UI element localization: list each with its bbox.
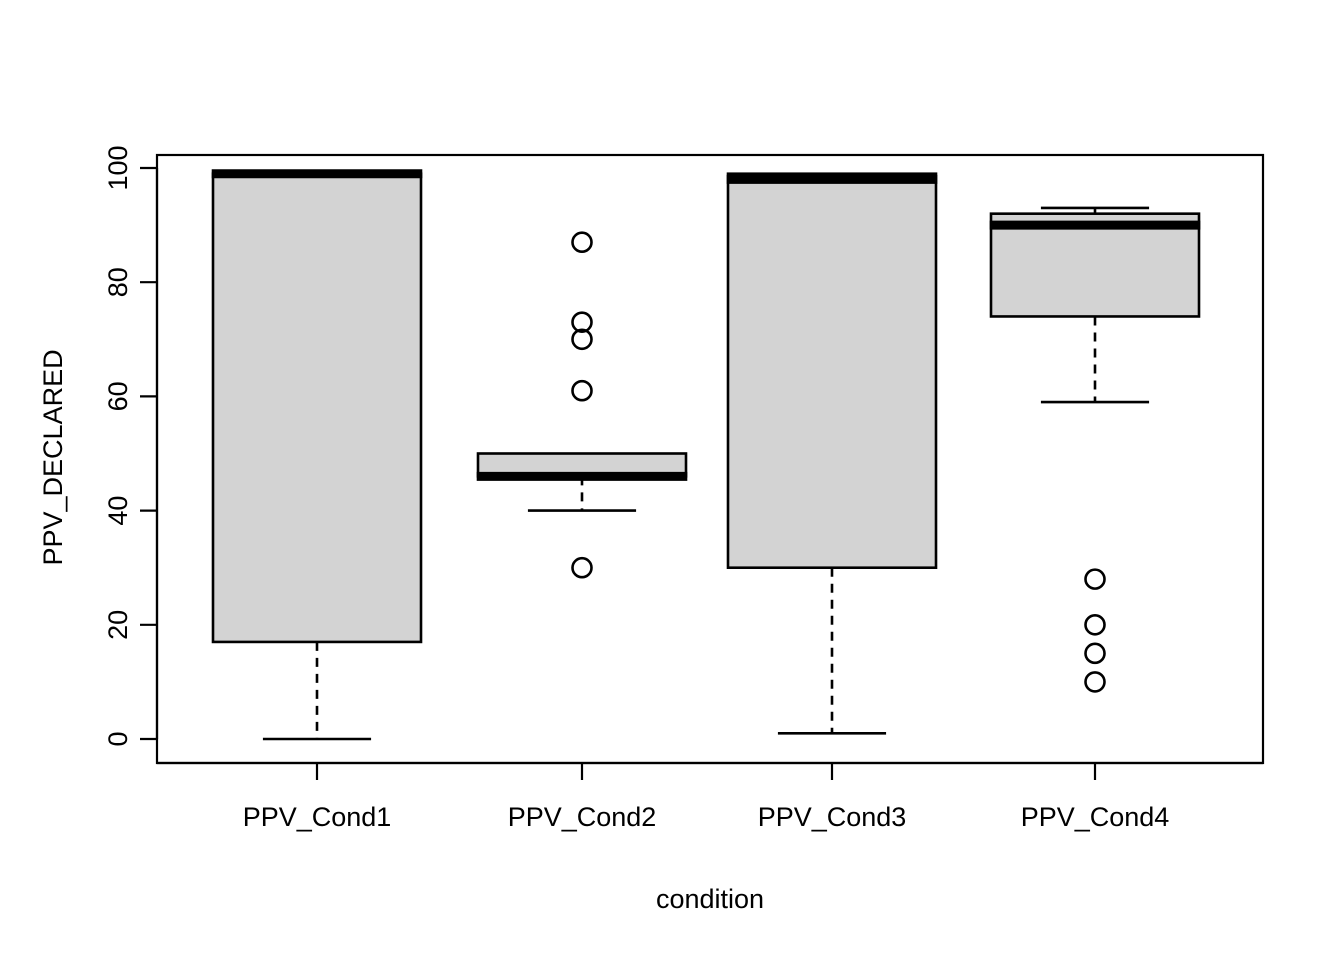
outlier-point [571,231,593,254]
outlier-point [1084,613,1106,636]
x-tick-label: PPV_Cond4 [1021,802,1170,832]
outlier-point [571,311,593,333]
y-tick-label: 80 [103,267,133,297]
y-tick-label: 100 [103,145,133,190]
x-tick-label: PPV_Cond2 [508,802,657,832]
box-body [989,212,1201,318]
box-body [726,172,938,569]
y-axis-title: PPV_DECLARED [38,349,68,566]
y-tick-label: 20 [103,610,133,640]
box-body [211,172,423,644]
y-tick-label: 0 [103,731,133,746]
y-tick-label: 40 [103,496,133,526]
y-tick-label: 60 [103,381,133,411]
x-tick-label: PPV_Cond1 [243,802,392,832]
x-axis-title: condition [655,884,765,914]
outlier-point [571,379,593,402]
outlier-point [1084,671,1106,693]
outlier-point [1084,642,1106,665]
outlier-point [571,328,593,351]
outlier-point [571,556,593,579]
outlier-point [1084,568,1106,590]
x-tick-label: PPV_Cond3 [758,802,907,832]
